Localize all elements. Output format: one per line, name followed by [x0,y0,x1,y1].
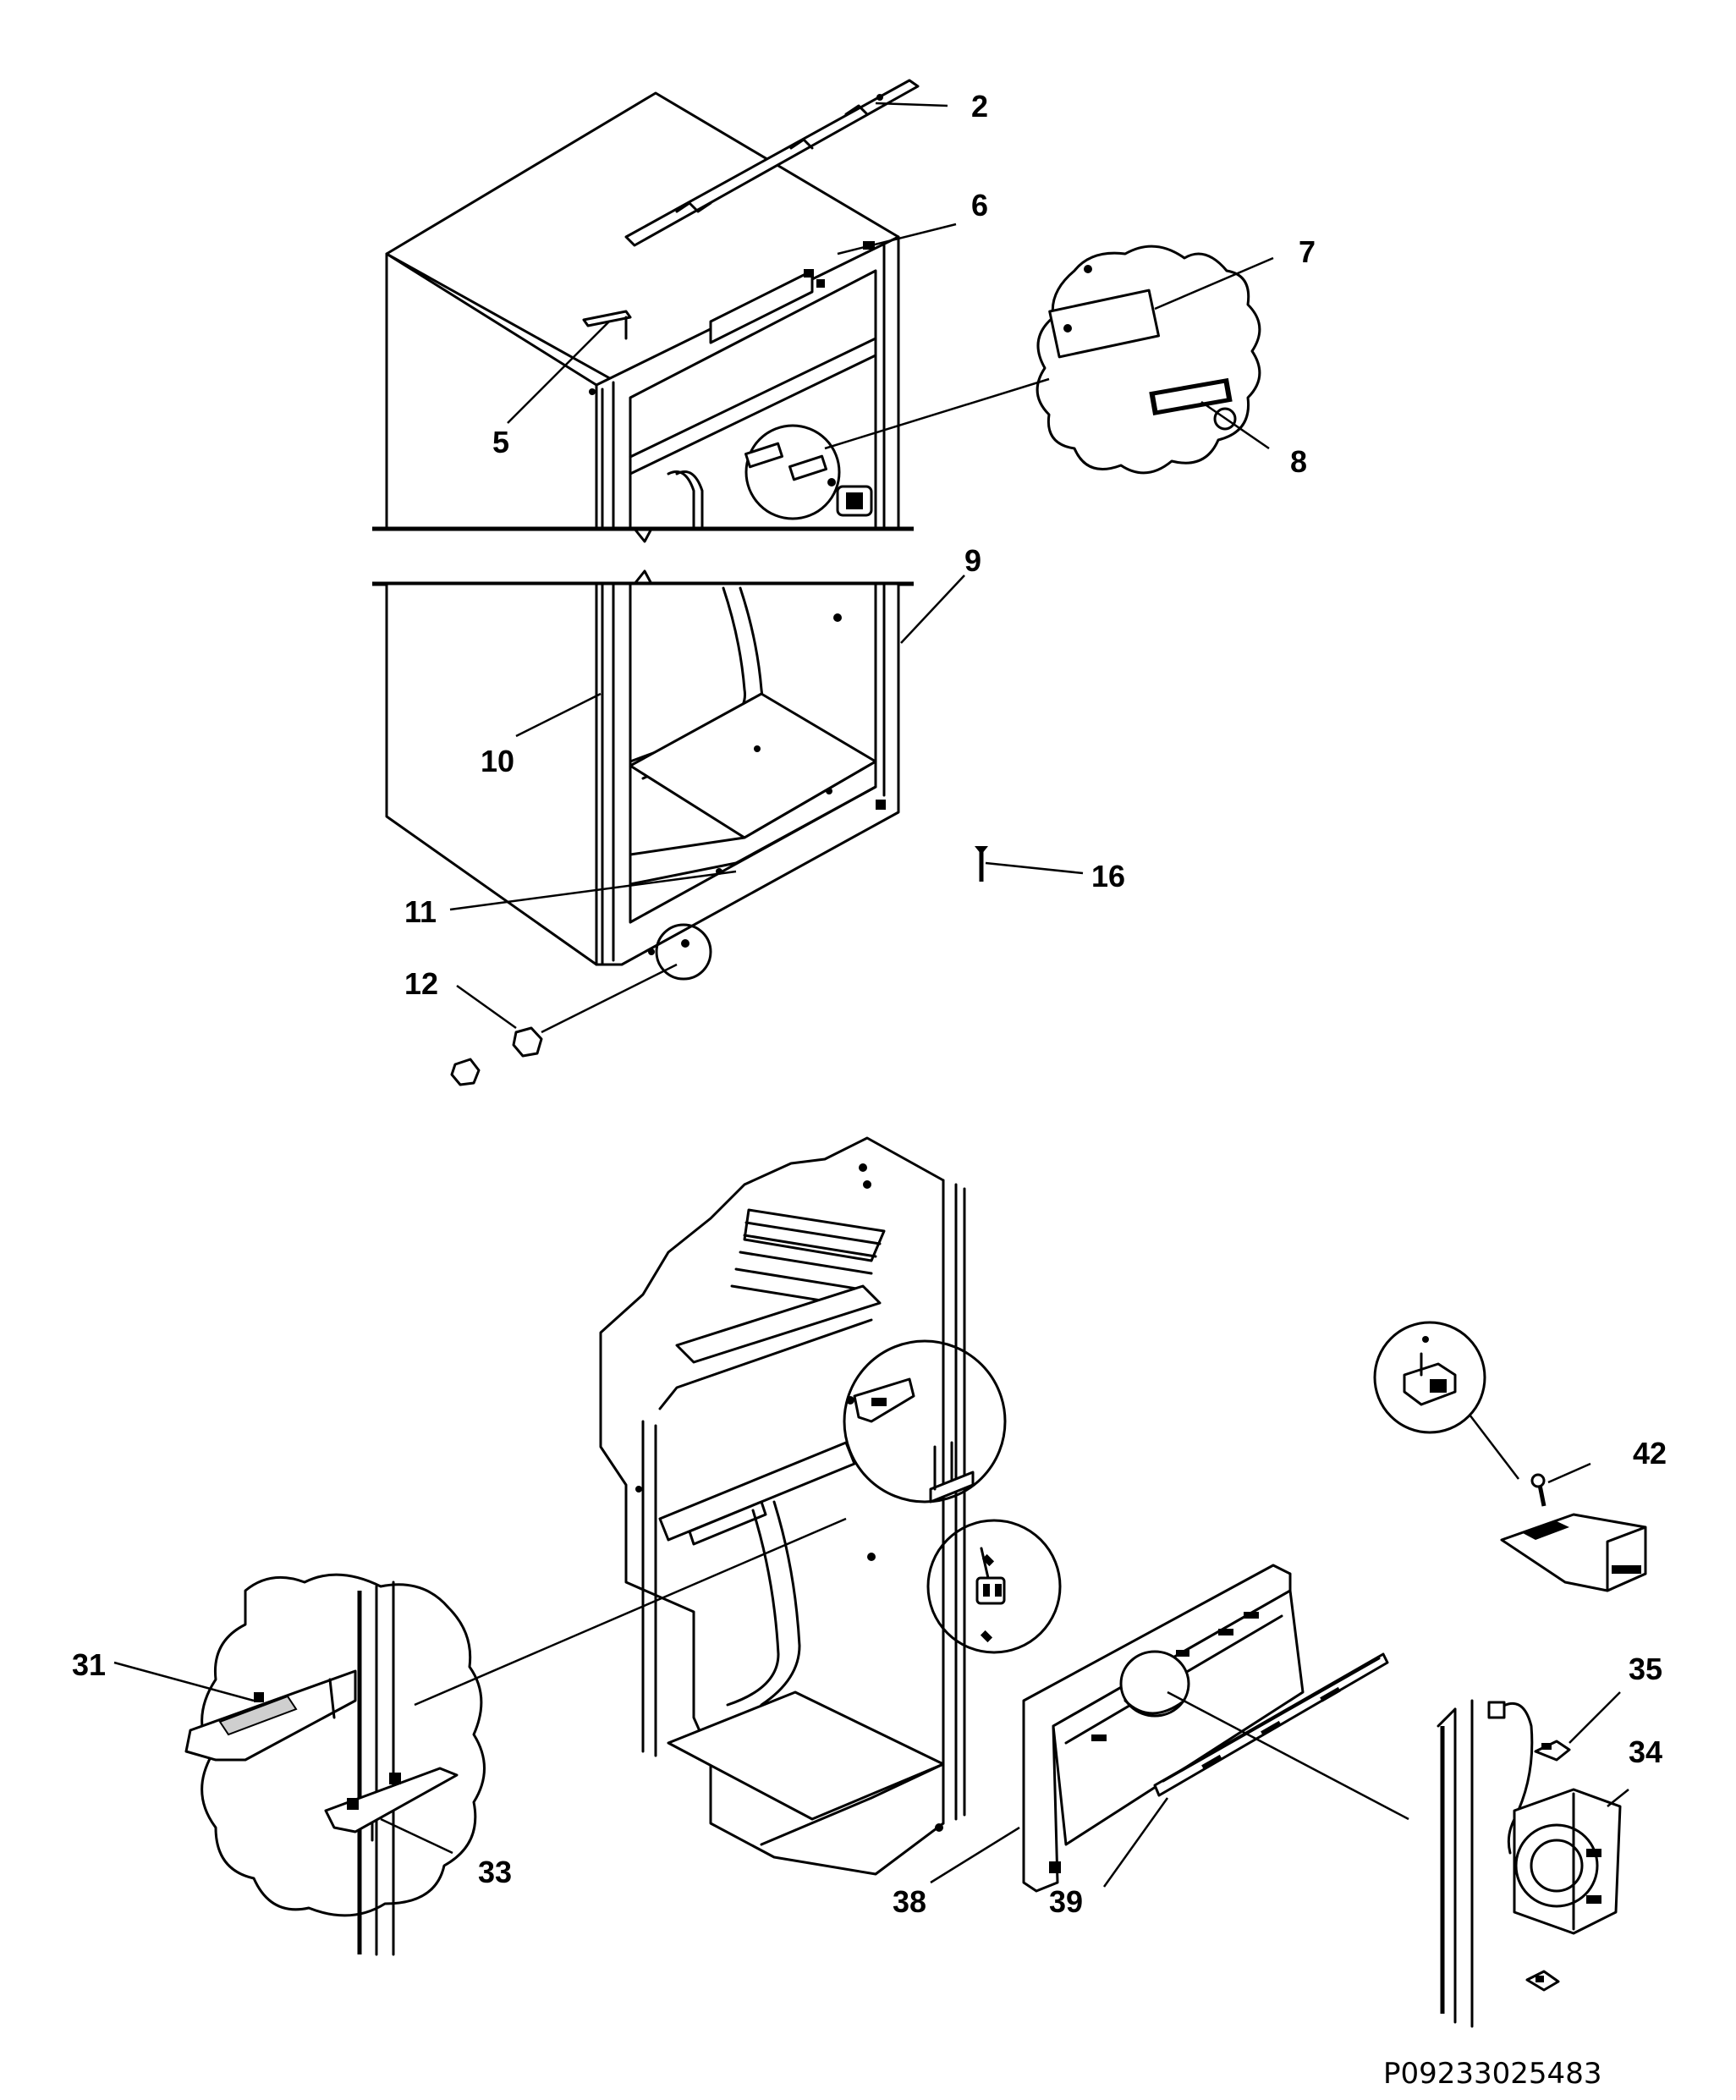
callout-42: 42 [1633,1436,1667,1471]
part-35-clip [1534,1740,1571,1762]
callout-11: 11 [404,894,437,929]
zoom-leader-7-8 [824,377,1050,450]
callout-7: 7 [1299,234,1316,269]
callout-8: 8 [1290,444,1307,479]
callout-16: 16 [1091,859,1125,893]
hinge-detail-zoom [853,1377,975,1504]
callout-2: 2 [971,89,988,124]
drawing-code: P09233025483 [1383,2057,1601,2091]
cabinet-interior-lower [599,1136,1062,1876]
part-12-foot [450,963,678,1086]
callout-9: 9 [964,543,981,578]
fan-bottom-clip [1525,1970,1560,1992]
cabinet-upper [385,91,900,530]
part-34-fan [1513,1788,1622,1935]
part-38-control-housing [1022,1564,1305,1893]
housing-leader [1167,1690,1409,1821]
cabinet-lower [385,582,900,981]
zoom-detail-31-33 [184,1573,486,1956]
part-2-top-bracket [624,79,920,247]
callout-leaders [113,102,1629,1888]
callout-12: 12 [404,966,438,1001]
callout-31: 31 [72,1647,106,1682]
callout-33: 33 [478,1855,512,1889]
callout-5: 5 [492,425,509,459]
zoom-detail-42 [1373,1321,1647,1592]
door-edge-detail [1437,1699,1534,2028]
callout-35: 35 [1629,1652,1662,1686]
callout-39: 39 [1049,1884,1083,1919]
hinge-leader [414,1517,847,1707]
part-39-light-strip [1153,1652,1389,1797]
callout-10: 10 [481,744,514,778]
callout-38: 38 [893,1884,926,1919]
callout-34: 34 [1629,1734,1662,1769]
part-5-bracket [582,310,632,340]
callout-labels: 2 5 6 7 8 9 10 11 12 16 31 33 34 35 38 3… [72,89,1667,1919]
zoom-detail-7-8 [1036,245,1261,475]
callout-6: 6 [971,188,988,223]
switch-detail-zoom [975,1547,1006,1643]
break-lines [372,526,914,586]
part-16-screw [975,846,988,882]
